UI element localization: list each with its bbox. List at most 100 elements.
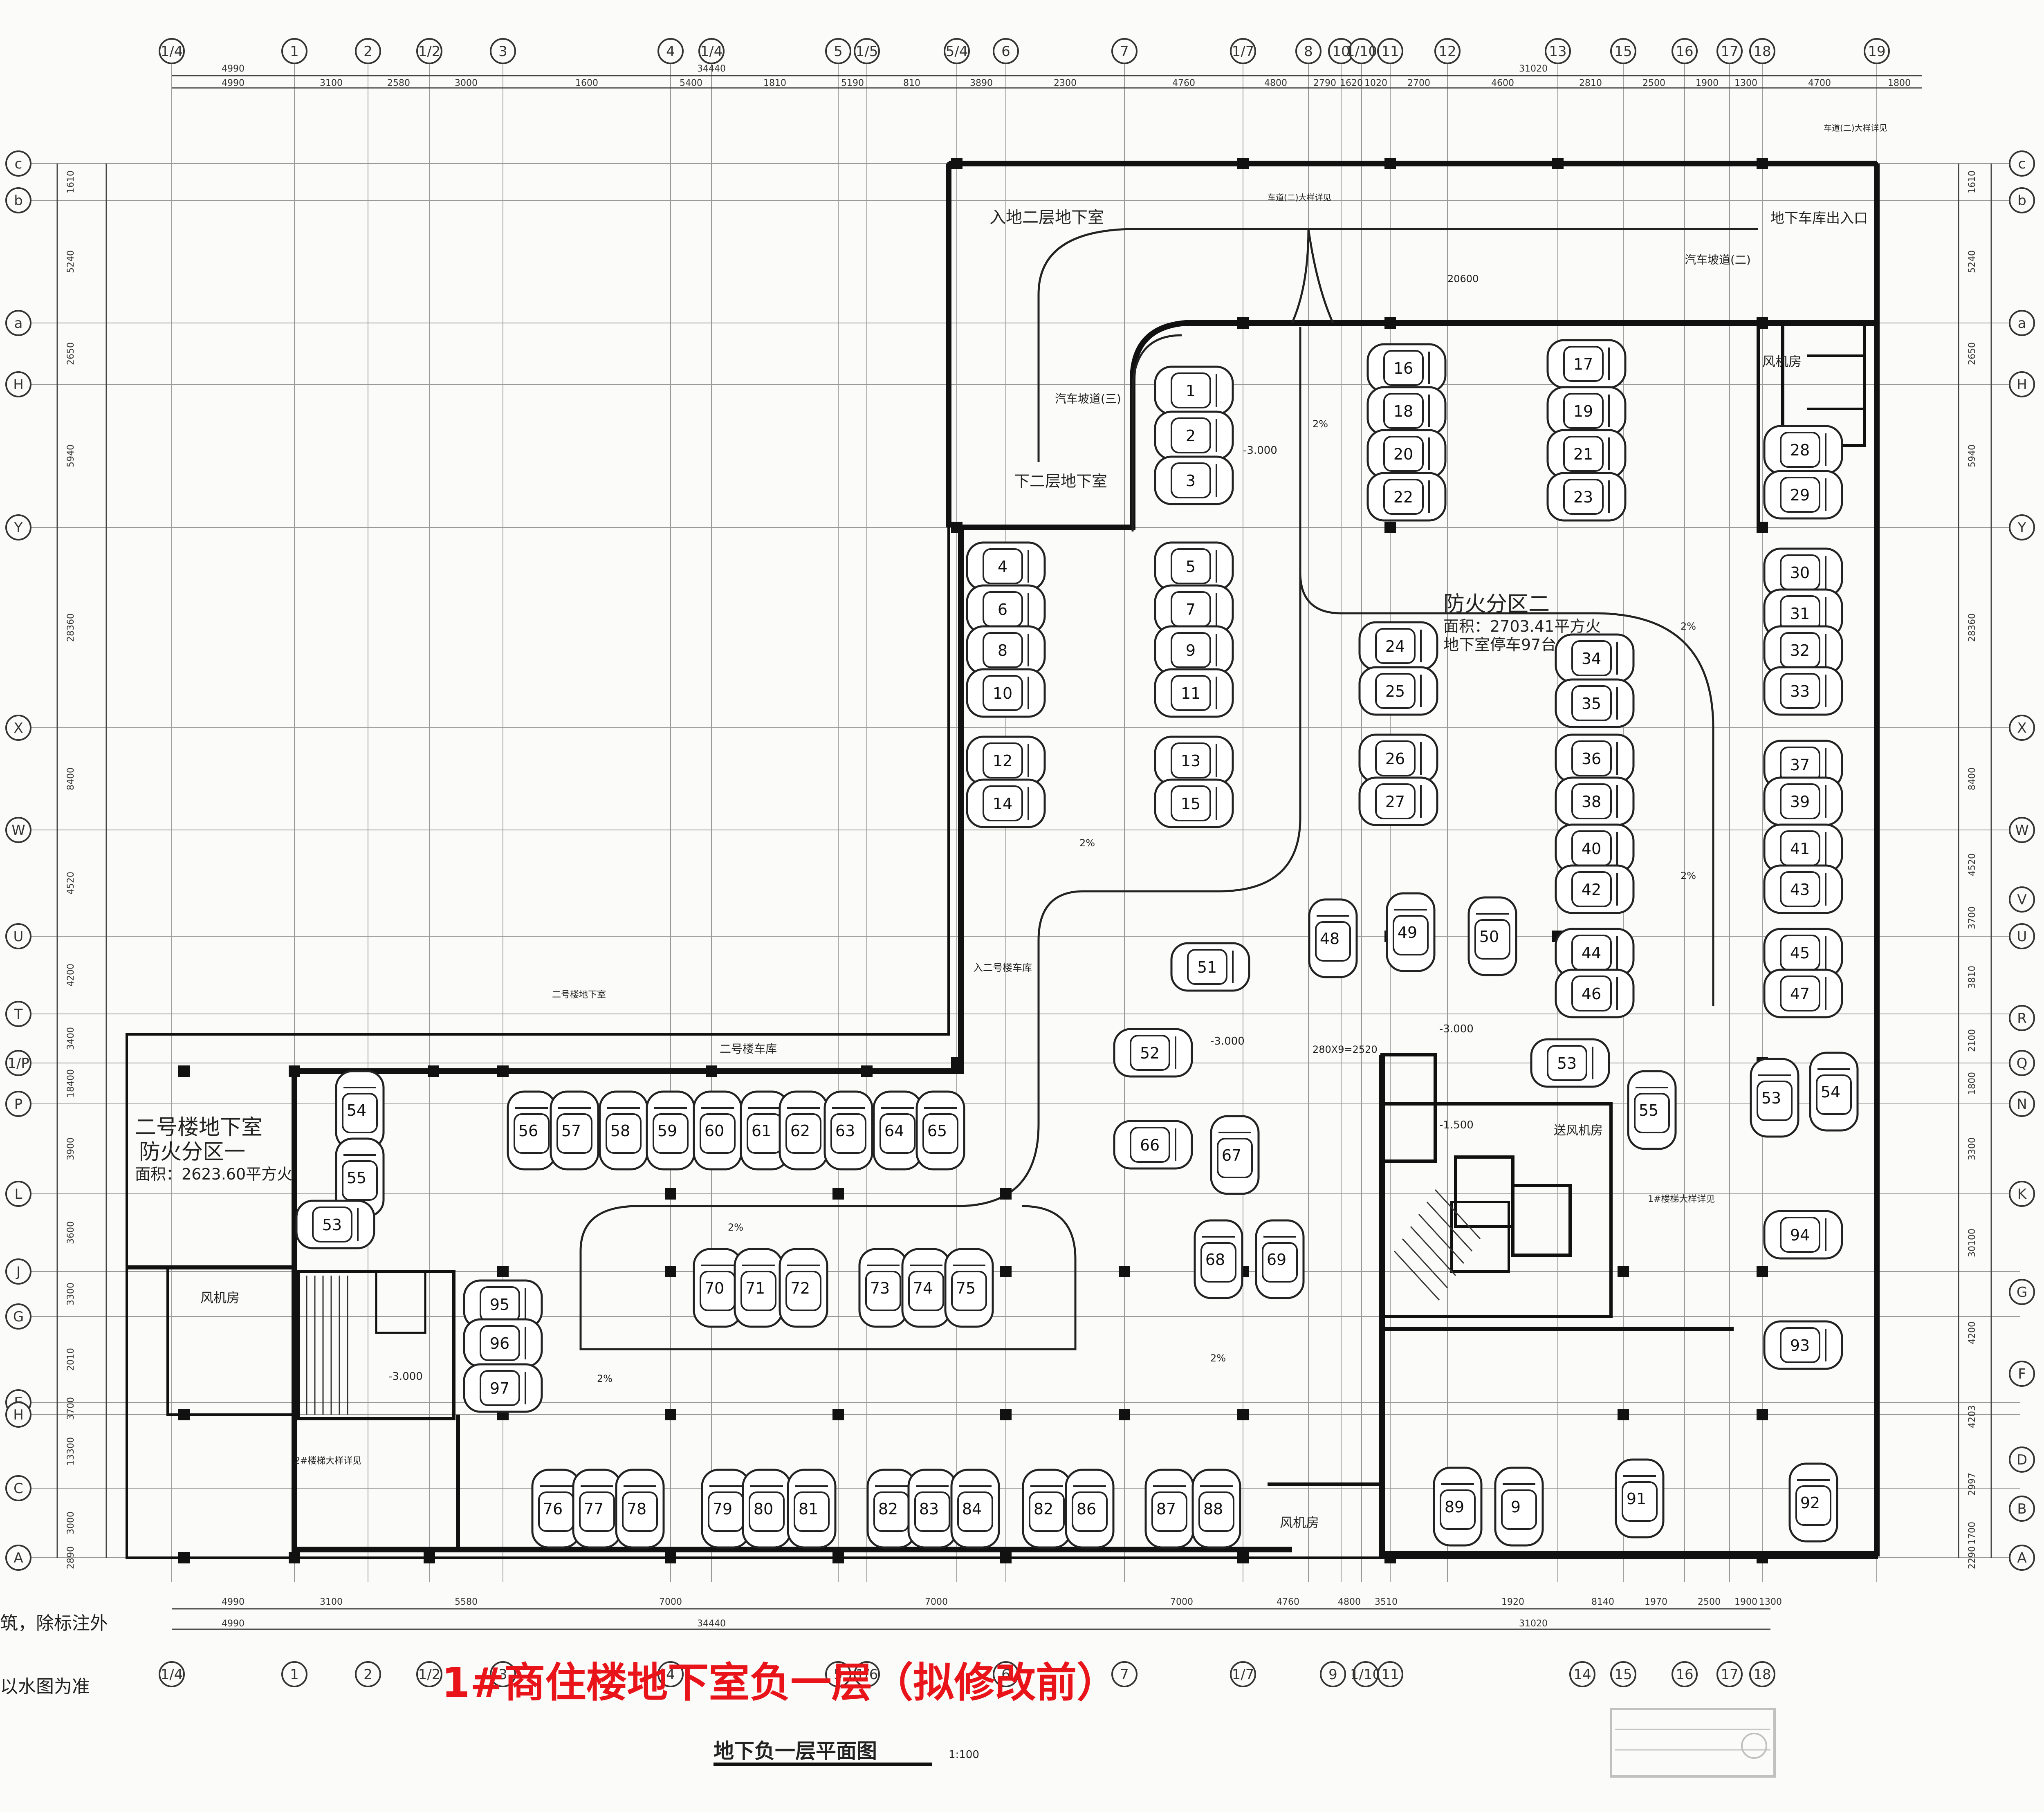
svg-text:C: C [13, 1480, 23, 1497]
svg-text:G: G [2017, 1284, 2027, 1301]
parking-number: 82 [1034, 1500, 1053, 1518]
parking-number: 54 [347, 1101, 366, 1119]
dim-right-7: 3700 [1967, 906, 1977, 929]
axis-top-23: 19 [1864, 38, 1890, 64]
dim-right-1: 5240 [1967, 250, 1977, 273]
parking-number: 20 [1393, 445, 1413, 463]
axis-bottom-15: 15 [1610, 1661, 1636, 1687]
parking-number: 40 [1582, 840, 1601, 858]
label-entry-bldg2: 入二号楼车库 [973, 962, 1032, 973]
parking-number: 86 [1077, 1500, 1096, 1518]
parking-space-5: 5 [1155, 543, 1233, 590]
parking-number: 53 [1557, 1054, 1577, 1072]
parking-space-44: 44 [1556, 929, 1633, 976]
svg-text:K: K [2017, 1186, 2027, 1202]
axis-right-7: V [2009, 886, 2035, 913]
parking-number: 48 [1320, 930, 1339, 948]
dim-bot1-8: 3510 [1375, 1597, 1398, 1607]
svg-text:14: 14 [1573, 1666, 1591, 1683]
dim-left-17: 2890 [66, 1546, 76, 1569]
parking-space-20: 20 [1368, 430, 1445, 478]
parking-number: 81 [799, 1500, 818, 1518]
svg-text:X: X [13, 720, 23, 736]
parking-number: 71 [745, 1279, 765, 1297]
svg-text:V: V [2017, 892, 2026, 908]
dim-top2-10: 2300 [1054, 78, 1077, 88]
parking-space-76: 76 [532, 1470, 580, 1547]
parking-number: 62 [790, 1122, 810, 1140]
axis-bottom-5: 4 [657, 1661, 684, 1687]
column-8 [951, 522, 963, 533]
level-c: -3.000 [388, 1370, 423, 1383]
parking-space-4: 4 [967, 543, 1045, 590]
axis-top-19: 15 [1610, 38, 1636, 64]
axis-top-12: 1/7 [1230, 38, 1256, 64]
dim-right-4: 28360 [1967, 613, 1977, 642]
parking-number: 52 [1140, 1044, 1160, 1062]
svg-text:Y: Y [14, 520, 23, 536]
parking-number: 3 [1186, 472, 1196, 490]
svg-text:b: b [14, 193, 23, 209]
parking-number: 84 [962, 1500, 982, 1518]
dim-top2-20: 1900 [1696, 78, 1719, 88]
axis-right-5: X [2009, 715, 2035, 741]
label-fan-room2: 风机房 [200, 1290, 240, 1305]
column-3 [1552, 158, 1564, 169]
dim-top2-5: 5400 [680, 78, 702, 88]
parking-space-46: 46 [1556, 970, 1633, 1017]
axis-right-9: R [2009, 1005, 2035, 1031]
axis-bottom-17: 17 [1716, 1661, 1743, 1687]
parking-space-35: 35 [1556, 680, 1633, 727]
parking-space-42: 42 [1556, 866, 1633, 913]
axis-top-8: 1/5 [854, 38, 880, 64]
column-14 [497, 1065, 509, 1077]
label-ramp-detail: 车道(二)大样详见 [1268, 193, 1331, 202]
column-30 [1000, 1552, 1012, 1563]
axis-right-13: G [2009, 1279, 2035, 1305]
parking-number: 63 [835, 1122, 855, 1140]
parking-space-16: 16 [1368, 344, 1445, 392]
dim-top2-9: 3890 [970, 78, 993, 88]
column-10 [1757, 522, 1768, 533]
parking-space-29: 29 [1764, 471, 1842, 518]
parking-number: 16 [1393, 359, 1413, 377]
dim-left-6: 4520 [66, 872, 76, 895]
parking-number: 65 [927, 1122, 947, 1140]
axis-left-3: H [5, 371, 31, 397]
parking-space-59: 59 [647, 1092, 694, 1169]
label-entry-b2: 入地二层地下室 [989, 208, 1104, 227]
parking-space-77: 77 [573, 1470, 621, 1547]
column-13 [428, 1065, 439, 1077]
parking-space-19: 19 [1548, 387, 1625, 435]
parking-number: 73 [870, 1279, 890, 1297]
parking-number: 79 [713, 1500, 732, 1518]
label-fan-room3: 风机房 [1280, 1515, 1319, 1530]
parking-space-91: 91 [1616, 1460, 1663, 1537]
svg-text:2: 2 [363, 43, 372, 60]
parking-number: 42 [1582, 881, 1601, 899]
parking-space-83: 83 [909, 1470, 956, 1547]
parking-number: 57 [561, 1122, 581, 1140]
dim-bot1-1: 3100 [320, 1597, 343, 1607]
dim-bot1-5: 7000 [1170, 1597, 1193, 1607]
parking-number: 32 [1790, 641, 1810, 659]
dim-bot1-10: 8140 [1591, 1597, 1614, 1607]
parking-number: 64 [884, 1122, 904, 1140]
parking-space-24: 24 [1360, 622, 1437, 670]
parking-number: 14 [993, 795, 1012, 813]
svg-text:Q: Q [2017, 1055, 2028, 1072]
column-11 [951, 1057, 963, 1069]
svg-text:16: 16 [1676, 43, 1693, 60]
dim-top2-23: 1800 [1888, 78, 1911, 88]
svg-text:4: 4 [666, 1666, 675, 1683]
parking-space-45: 45 [1764, 929, 1842, 976]
dim-280x9: 280X9=2520 [1313, 1044, 1378, 1055]
axis-top-18: 13 [1545, 38, 1571, 64]
dim-right-14: 4203 [1967, 1405, 1977, 1428]
axis-bottom-18: 18 [1749, 1661, 1775, 1687]
parking-number: 74 [913, 1279, 933, 1297]
dim-bot1-14: 1300 [1759, 1597, 1782, 1607]
parking-number: 28 [1790, 441, 1810, 459]
dim-right-6: 4520 [1967, 853, 1977, 876]
